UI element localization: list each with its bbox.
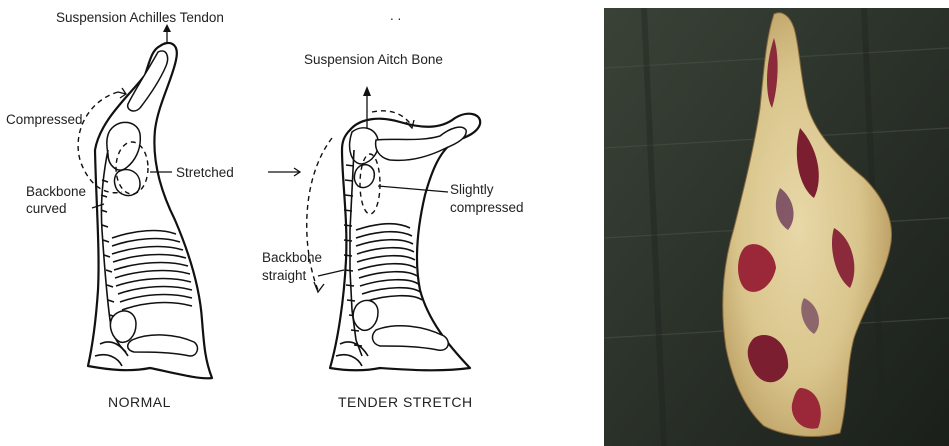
hanging-carcass-photo	[604, 8, 949, 446]
label-compressed: Compressed	[6, 112, 83, 127]
caption-tender-stretch: TENDER STRETCH	[338, 394, 473, 410]
tender-stretch-ribs	[356, 224, 422, 302]
label-backbone-straight-2: straight	[262, 268, 307, 283]
label-slightly: Slightly	[450, 182, 494, 197]
label-compressed-2: compressed	[450, 200, 524, 215]
label-suspension-achilles: Suspension Achilles Tendon	[56, 10, 224, 25]
caption-normal: NORMAL	[108, 394, 171, 410]
label-suspension-aitch: Suspension Aitch Bone	[304, 52, 443, 67]
tender-stretch-carcass	[268, 86, 480, 370]
label-stretched: Stretched	[176, 165, 234, 180]
normal-ribs	[112, 231, 192, 310]
label-backbone-straight-1: Backbone	[262, 250, 322, 265]
tender-stretch-diagram: Suspension Achilles Tendon Compressed St…	[0, 0, 600, 446]
normal-carcass	[78, 24, 212, 378]
label-backbone-curved-2: curved	[26, 201, 67, 216]
top-marks: . .	[390, 8, 401, 23]
label-backbone-curved-1: Backbone	[26, 184, 86, 199]
